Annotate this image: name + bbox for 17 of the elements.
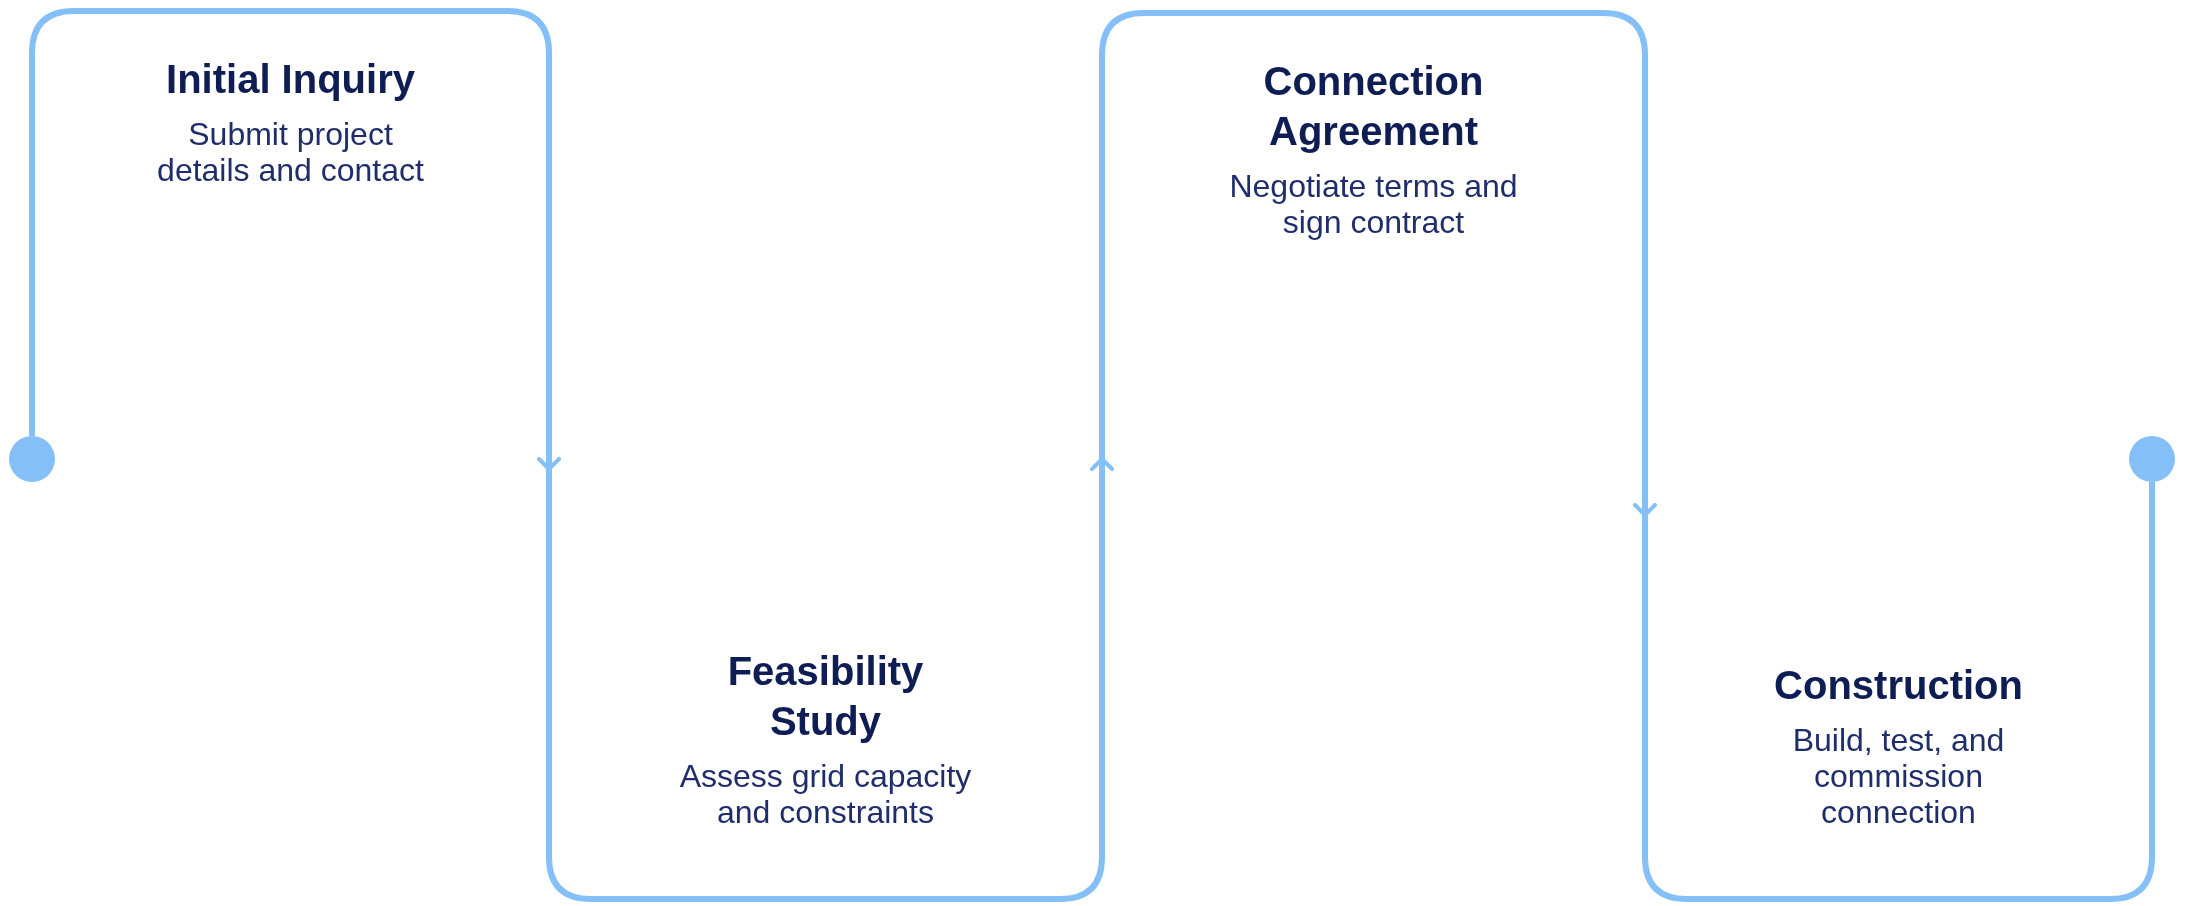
stage-description: Negotiate terms and sign contract — [1228, 168, 1519, 240]
flow-connector — [29, 420, 35, 436]
stage-outline — [29, 8, 552, 420]
stage-description: Submit project details and contact — [156, 116, 425, 188]
flow-connector — [2149, 482, 2155, 515]
stage-outline — [546, 469, 1105, 902]
flow-connector — [537, 420, 561, 471]
stage-title: Construction — [1774, 662, 2023, 709]
stage-description: Assess grid capacity and constraints — [678, 758, 973, 830]
stage-title: Initial Inquiry — [166, 56, 415, 103]
flow-connector — [1633, 459, 1657, 517]
stage-outline — [1099, 10, 1648, 459]
stage-outline — [1642, 515, 2155, 902]
flow-connector — [1090, 457, 1114, 471]
stage-description: Build, test, and commission connection — [1791, 722, 2006, 830]
stage-title: Connection Agreement — [1262, 58, 1485, 155]
stage-title: Feasibility Study — [726, 648, 925, 745]
